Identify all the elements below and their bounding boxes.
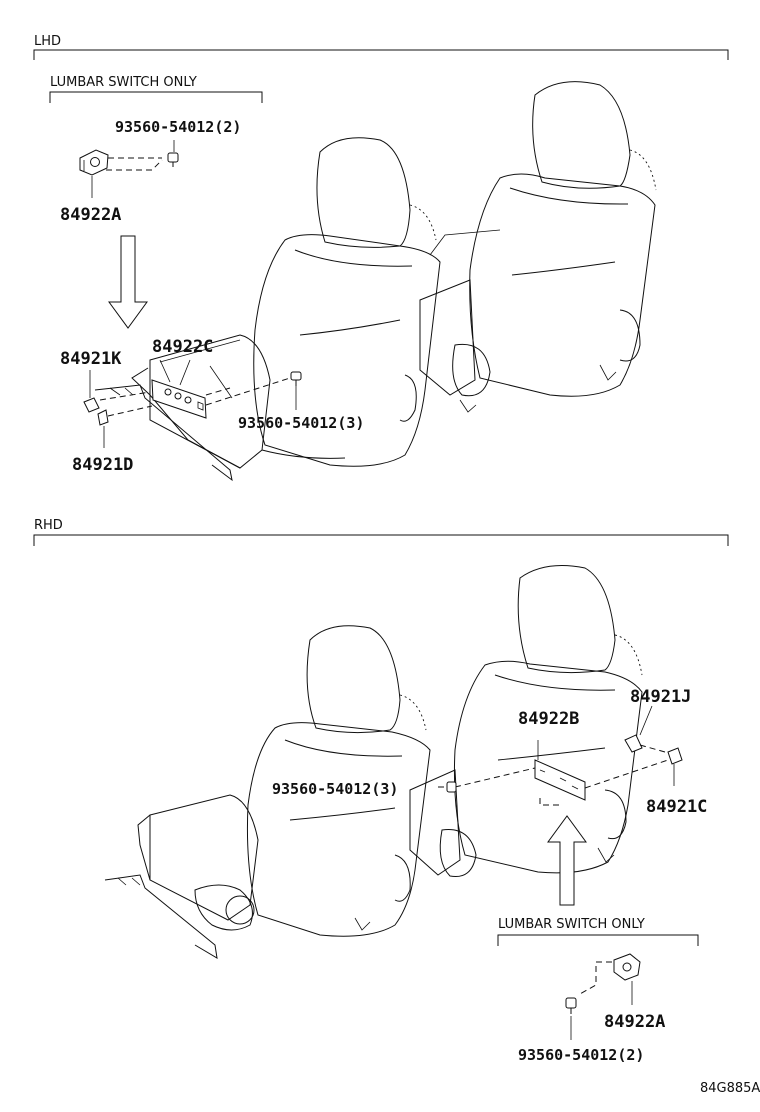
rhd-lumbar-note: LUMBAR SWITCH ONLY xyxy=(498,917,645,932)
rhd-lumbar-bracket xyxy=(497,934,699,946)
lhd-part-k-label: 84921K xyxy=(60,349,122,369)
lhd-down-arrow xyxy=(108,235,148,329)
lhd-section-bracket xyxy=(33,49,729,60)
rhd-screw-main xyxy=(438,781,457,793)
lhd-section-title: LHD xyxy=(34,34,61,49)
lhd-seat-right xyxy=(419,81,657,413)
rhd-clip-c xyxy=(667,747,683,765)
lhd-part-a-label: 84922A xyxy=(60,205,121,225)
rhd-part-b-label: 84922B xyxy=(518,709,579,729)
lhd-part-d-label: 84921D xyxy=(72,455,133,475)
rhd-part-j-label: 84921J xyxy=(630,687,691,707)
rhd-section: RHD xyxy=(33,518,729,1064)
rhd-screw-bottom xyxy=(565,997,577,1014)
rhd-lumbar-switch xyxy=(577,953,641,996)
lhd-screw-top xyxy=(167,152,179,167)
rhd-screw-main-label: 93560-54012(3) xyxy=(272,780,398,798)
lhd-lumbar-note: LUMBAR SWITCH ONLY xyxy=(50,75,197,90)
lhd-part-c-label: 84922C xyxy=(152,337,213,357)
rhd-clip-j xyxy=(624,734,643,753)
lhd-seat-left xyxy=(94,137,441,482)
lhd-clip-k xyxy=(83,397,100,413)
lhd-lumbar-bracket xyxy=(49,91,263,103)
diagram-code: 84G885A xyxy=(700,1081,760,1096)
lhd-clip-d xyxy=(97,409,109,426)
lhd-screw-main-label: 93560-54012(3) xyxy=(238,414,364,432)
rhd-part-a-label: 84922A xyxy=(604,1012,665,1032)
rhd-section-bracket xyxy=(33,534,729,546)
rhd-screw-bottom-label: 93560-54012(2) xyxy=(518,1046,644,1064)
rhd-part-c-label: 84921C xyxy=(646,797,707,817)
rhd-seat-right xyxy=(409,565,643,878)
lhd-section: LHD LUMBAR SWITCH ONLY 93560-54012(2) 84… xyxy=(33,34,729,482)
lhd-screw-top-label: 93560-54012(2) xyxy=(115,118,241,136)
rhd-section-title: RHD xyxy=(34,518,63,533)
lhd-switch-c xyxy=(151,379,207,419)
rhd-seat-left xyxy=(104,625,431,959)
lhd-screw-main xyxy=(290,371,302,386)
rhd-switch-b xyxy=(534,740,586,801)
rhd-up-arrow xyxy=(547,815,587,906)
lhd-lumbar-switch xyxy=(79,149,163,176)
